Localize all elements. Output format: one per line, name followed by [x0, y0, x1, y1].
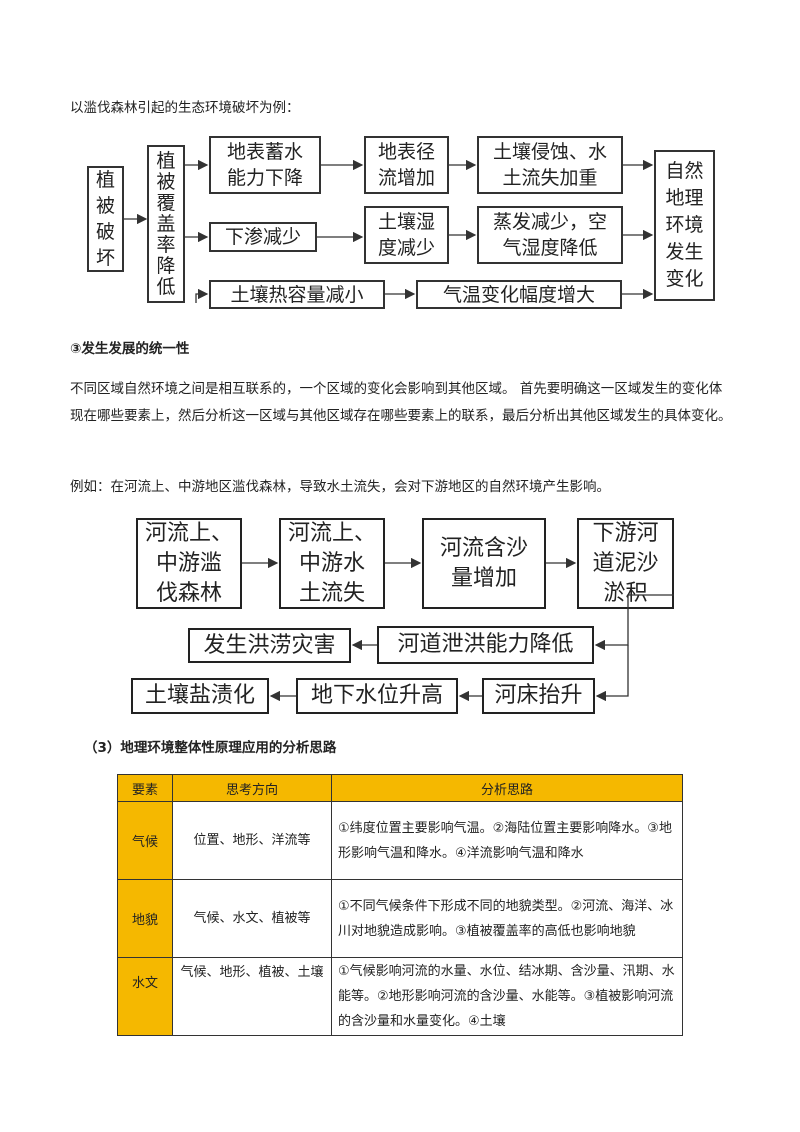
erosion-box: 土壤侵蚀、水 土流失加重	[477, 136, 623, 194]
infiltration-box: 下渗减少	[209, 222, 317, 252]
flood-box: 发生洪涝灾害	[188, 628, 351, 663]
header-direction: 思考方向	[172, 774, 332, 802]
row-key: 水文	[117, 957, 173, 1036]
row-analysis: ①纬度位置主要影响气温。②海陆位置主要影响降水。③地形影响气温和降水。④洋流影响…	[331, 801, 683, 880]
soil-heat-box: 土壤热容量减小	[209, 280, 385, 309]
section3-title: （3）地理环境整体性原理应用的分析思路	[84, 740, 337, 756]
soil-loss-box: 河流上、 中游水 土流失	[279, 518, 385, 609]
row-analysis: ①气候影响河流的水量、水位、结冰期、含沙量、汛期、水能等。②地形影响河流的含沙量…	[331, 957, 683, 1036]
row-analysis: ①不同气候条件下形成不同的地貌类型。②河流、海洋、冰川对地貌造成影响。③植被覆盖…	[331, 879, 683, 958]
silting-box: 下游河 道泥沙 淤积	[577, 518, 674, 609]
row-key: 气候	[117, 801, 173, 880]
arrow-18	[595, 645, 629, 702]
row-direction: 气候、地形、植被、土壤	[172, 957, 332, 1036]
paragraph-1: 不同区域自然环境之间是相互联系的，一个区域的变化会影响到其他区域。 首先要明确这…	[70, 381, 732, 424]
header-element: 要素	[117, 774, 173, 802]
result-box: 自然地理环境发生变化	[654, 150, 715, 301]
runoff-box: 地表径 流增加	[364, 136, 449, 194]
table-row: 水文 气候、地形、植被、土壤 ①气候影响河流的水量、水位、结冰期、含沙量、汛期、…	[117, 957, 683, 1036]
table-row: 地貌 气候、水文、植被等 ①不同气候条件下形成不同的地貌类型。②河流、海洋、冰川…	[117, 879, 683, 958]
veg-destroy-text: 植被破坏	[95, 169, 115, 269]
intro-text: 以滥伐森林引起的生态环境破坏为例：	[70, 100, 300, 116]
analysis-table: 要素 思考方向 分析思路 气候 位置、地形、洋流等 ①纬度位置主要影响气温。②海…	[117, 774, 683, 1036]
salinization-box: 土壤盐渍化	[131, 678, 269, 714]
table-header-row: 要素 思考方向 分析思路	[117, 774, 683, 802]
groundwater-box: 地下水位升高	[296, 678, 458, 714]
arrow-4	[195, 288, 209, 303]
veg-destroy-box: 植被破坏	[87, 166, 124, 272]
water-storage-box: 地表蓄水 能力下降	[209, 136, 321, 194]
row-key: 地貌	[117, 879, 173, 958]
cover-drop-box: 植被覆盖率降低	[147, 145, 185, 303]
paragraph-2: 例如：在河流上、中游地区滥伐森林，导致水土流失，会对下游地区的自然环境产生影响。	[70, 479, 610, 495]
table-row: 气候 位置、地形、洋流等 ①纬度位置主要影响气温。②海陆位置主要影响降水。③地形…	[117, 801, 683, 880]
deforestation-box: 河流上、 中游滥 伐森林	[136, 518, 242, 609]
header-analysis: 分析思路	[331, 774, 683, 802]
riverbed-box: 河床抬升	[482, 678, 595, 714]
soil-moisture-box: 土壤湿 度减少	[364, 206, 449, 264]
result-text: 自然地理环境发生变化	[665, 160, 704, 290]
row-direction: 气候、水文、植被等	[172, 879, 332, 958]
cover-drop-text: 植被覆盖率降低	[156, 149, 176, 298]
sediment-box: 河流含沙 量增加	[422, 518, 546, 609]
section-title: ③发生发展的统一性	[70, 341, 190, 357]
flood-capacity-box: 河道泄洪能力降低	[377, 626, 594, 664]
row-direction: 位置、地形、洋流等	[172, 801, 332, 880]
evaporation-box: 蒸发减少，空 气湿度降低	[477, 206, 623, 264]
temp-variation-box: 气温变化幅度增大	[416, 280, 622, 309]
